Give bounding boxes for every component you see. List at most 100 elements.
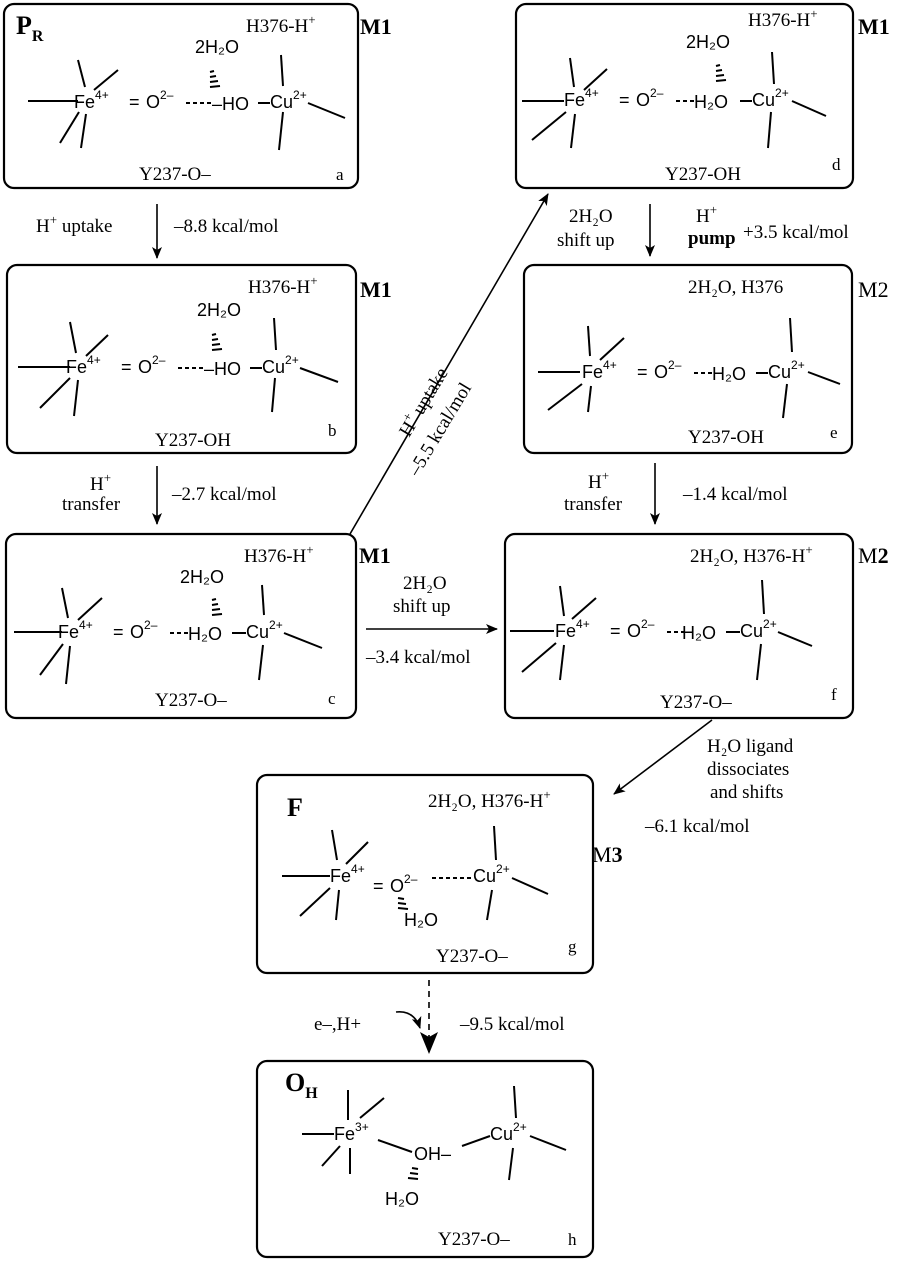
- oxo-label: O2–: [130, 618, 158, 642]
- cu-label: Cu2+: [473, 862, 510, 886]
- box-letter: d: [832, 155, 841, 174]
- svg-text:=: =: [373, 876, 384, 896]
- box-a: PR H376-H+ M1 2H₂O Fe4+ = O2– –HO Cu2+ Y…: [2, 2, 392, 190]
- box-f: 2H₂O, H376-H+ M2 Fe4+ = O2– H₂O Cu2+ Y23…: [503, 532, 889, 720]
- oxo-label: O2–: [138, 353, 166, 377]
- cu-label: Cu2+: [262, 353, 299, 377]
- arrow-c-to-d: H+ uptake –5.5 kcal/mol: [349, 193, 549, 535]
- cu-label: Cu2+: [490, 1120, 527, 1144]
- tyrosine-label: Y237-OH: [688, 427, 764, 448]
- box-letter: e: [830, 423, 838, 442]
- fe-label: Fe4+: [564, 86, 599, 110]
- arrow-g-to-h: e–,H+ –9.5 kcal/mol: [314, 980, 564, 1054]
- step-energy: –9.5 kcal/mol: [459, 1014, 564, 1035]
- box-d: H376-H+ M1 2H₂O Fe4+ = O2– H₂O Cu2+ Y237…: [514, 2, 890, 190]
- hash-wedge: [407, 1167, 419, 1180]
- step-label: shift up: [557, 230, 615, 251]
- step-energy: –2.7 kcal/mol: [171, 484, 276, 505]
- bridge-label: –HO: [204, 359, 241, 379]
- model-label: M2: [858, 543, 889, 568]
- cu-label: Cu2+: [768, 358, 805, 382]
- water-label: H₂O: [385, 1189, 419, 1209]
- step-label: H+: [90, 470, 111, 495]
- bridge-label: –HO: [212, 94, 249, 114]
- bridge-label: OH–: [414, 1144, 451, 1164]
- model-label: M2: [858, 277, 889, 302]
- svg-text:=: =: [121, 357, 132, 377]
- arrow-e-to-f: H+ transfer –1.4 kcal/mol: [564, 463, 787, 525]
- bridge-label: H₂O: [694, 92, 728, 112]
- fe-label: Fe4+: [58, 618, 93, 642]
- fe-label: Fe4+: [555, 617, 590, 641]
- tyrosine-label: Y237-O–: [436, 946, 508, 967]
- step-energy: –6.1 kcal/mol: [644, 816, 749, 837]
- fe-label: Fe4+: [582, 358, 617, 382]
- mode-label: H376-H+: [248, 273, 318, 298]
- model-label: M1: [360, 277, 392, 302]
- box-letter: g: [568, 937, 577, 956]
- cu-label: Cu2+: [752, 86, 789, 110]
- model-label: M3: [592, 842, 623, 867]
- tyrosine-label: Y237-O–: [155, 690, 227, 711]
- oxo-label: O2–: [627, 617, 655, 641]
- mode-label: 2H₂O, H376-H+: [690, 542, 813, 567]
- water-label: 2H₂O: [195, 37, 239, 57]
- step-energy: –8.8 kcal/mol: [173, 216, 278, 237]
- model-label: M1: [360, 14, 392, 39]
- fe-label: Fe4+: [330, 862, 365, 886]
- step-label: H+: [696, 202, 717, 227]
- cu-label: Cu2+: [740, 617, 777, 641]
- step-label: 2H₂O: [403, 573, 447, 594]
- box-h: OH Fe3+ OH– H₂O Cu2+ Y237-O– h: [255, 1059, 595, 1259]
- arrow-d-to-e: 2H₂O shift up H+ pump +3.5 kcal/mol: [557, 202, 849, 257]
- step-label: dissociates: [707, 759, 789, 780]
- mode-label: H376-H+: [244, 542, 314, 567]
- oxo-label: O2–: [636, 86, 664, 110]
- state-name-pr: PR: [16, 11, 44, 45]
- mode-label: 2H₂O, H376-H+: [428, 787, 551, 812]
- step-label: 2H₂O: [569, 206, 613, 227]
- step-label: transfer: [564, 494, 623, 515]
- step-label: transfer: [62, 494, 121, 515]
- svg-text:=: =: [129, 92, 140, 112]
- bridge-label: H₂O: [188, 624, 222, 644]
- oxo-label: O2–: [654, 358, 682, 382]
- svg-text:=: =: [113, 622, 124, 642]
- oxo-label: O2–: [390, 872, 418, 896]
- box-letter: c: [328, 689, 336, 708]
- step-label: H+ uptake: [36, 212, 112, 237]
- bridge-label: H₂O: [682, 623, 716, 643]
- tyrosine-label: Y237-O–: [660, 692, 732, 713]
- tyrosine-label: Y237-O–: [438, 1229, 510, 1250]
- mode-label: 2H₂O, H376: [688, 277, 783, 298]
- svg-text:=: =: [610, 621, 621, 641]
- step-label: pump: [688, 228, 736, 249]
- arrow-f-to-g: H₂O ligand dissociates and shifts –6.1 k…: [613, 719, 794, 837]
- fe-label: Fe4+: [66, 353, 101, 377]
- hash-wedge: [715, 64, 727, 82]
- box-letter: h: [568, 1230, 577, 1249]
- step-energy: +3.5 kcal/mol: [743, 222, 849, 243]
- hash-wedge: [397, 897, 409, 910]
- box-letter: a: [336, 165, 344, 184]
- arrow-b-to-c: H+ transfer –2.7 kcal/mol: [62, 466, 276, 525]
- state-name-f: F: [287, 793, 303, 822]
- state-name-oh: OH: [285, 1068, 318, 1102]
- water-label: 2H₂O: [197, 300, 241, 320]
- step-label: shift up: [393, 596, 451, 617]
- box-letter: b: [328, 421, 337, 440]
- mode-label: H376-H+: [246, 12, 316, 37]
- arrow-c-to-f: 2H₂O shift up –3.4 kcal/mol: [365, 573, 498, 668]
- box-e: 2H₂O, H376 M2 Fe4+ = O2– H₂O Cu2+ Y237-O…: [522, 263, 889, 455]
- step-label: and shifts: [710, 782, 783, 803]
- step-label: H+: [588, 468, 609, 493]
- hash-wedge: [211, 333, 223, 351]
- mode-label: H376-H+: [748, 6, 818, 31]
- water-label: 2H₂O: [180, 567, 224, 587]
- cu-label: Cu2+: [270, 88, 307, 112]
- step-label: e–,H+: [314, 1014, 361, 1035]
- tyrosine-label: Y237-OH: [155, 430, 231, 451]
- svg-text:=: =: [619, 90, 630, 110]
- box-letter: f: [831, 685, 837, 704]
